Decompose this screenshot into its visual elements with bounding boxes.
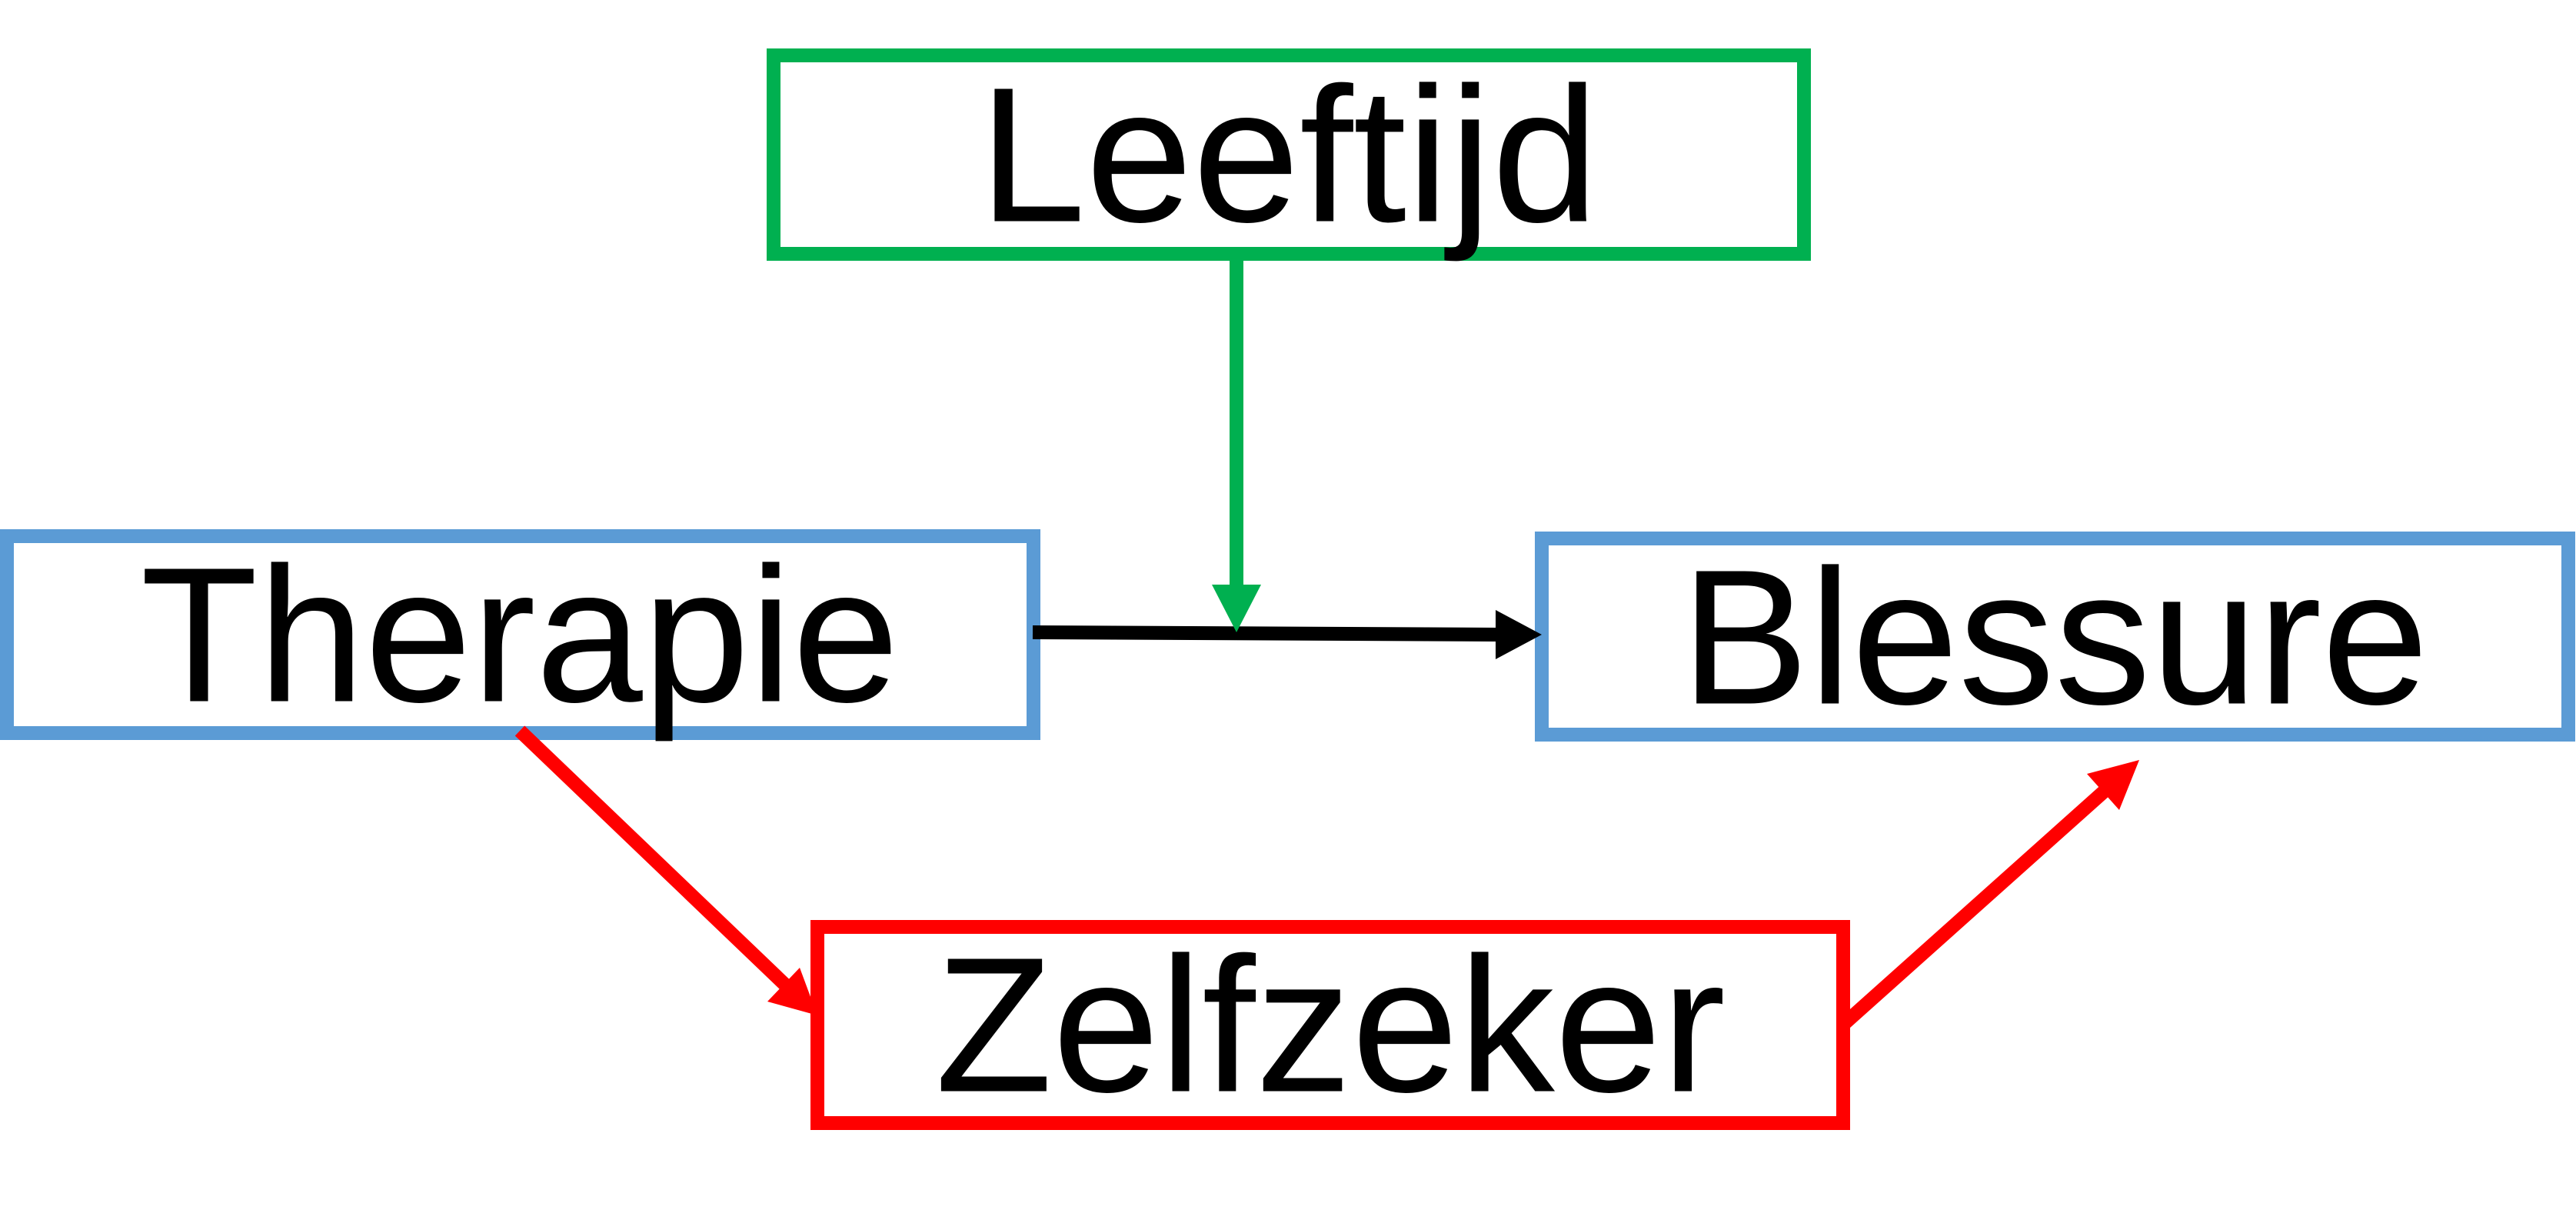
arrowhead-diagonal-up-icon <box>2087 760 2139 810</box>
node-therapie-label: Therapie <box>141 528 900 742</box>
arrowhead-down-icon <box>1212 585 1261 632</box>
node-therapie: Therapie <box>0 528 1040 742</box>
node-blessure-box <box>1535 532 2575 742</box>
node-leeftijd-label: Leeftijd <box>979 48 1599 262</box>
node-leeftijd-box <box>767 48 1811 261</box>
arrowhead-diagonal-down-icon <box>767 968 817 1015</box>
node-blessure: Blessure <box>1535 530 2575 745</box>
node-blessure-label: Blessure <box>1681 530 2429 745</box>
edge-therapie-to-blessure-line <box>1032 625 1500 642</box>
edge-therapie-to-zelfzeker-line <box>514 725 794 994</box>
node-zelfzeker-box <box>810 920 1850 1130</box>
edge-leeftijd-to-path <box>1212 254 1261 632</box>
node-leeftijd: Leeftijd <box>767 48 1811 262</box>
edge-therapie-to-blessure <box>1032 610 1542 659</box>
edge-zelfzeker-to-blessure <box>1839 760 2139 1030</box>
edge-zelfzeker-to-blessure-line <box>1839 780 2115 1030</box>
arrowhead-right-icon <box>1496 610 1542 659</box>
node-zelfzeker-label: Zelfzeker <box>935 918 1726 1132</box>
node-zelfzeker: Zelfzeker <box>810 918 1850 1132</box>
edge-therapie-to-zelfzeker <box>514 725 817 1015</box>
